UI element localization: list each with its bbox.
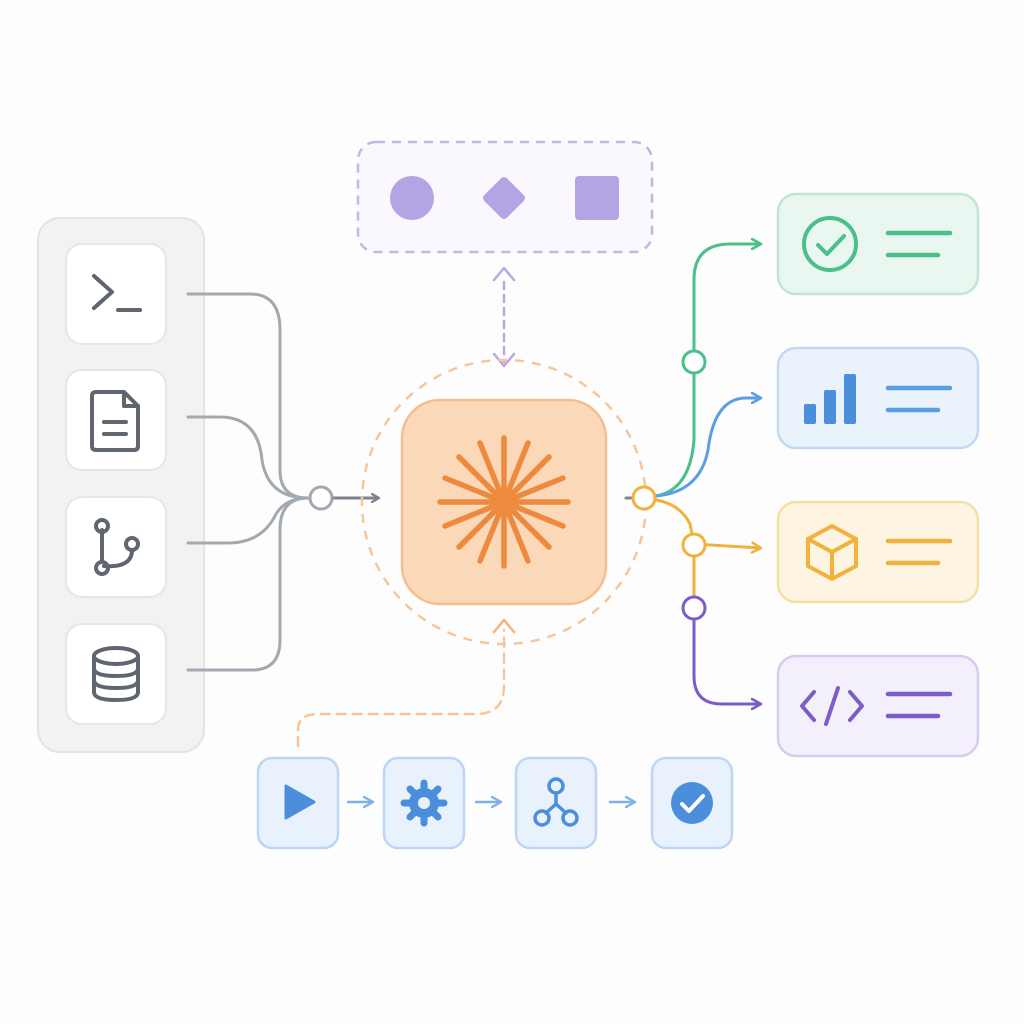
- terminal-icon: [92, 274, 142, 312]
- pipeline-step-play[interactable]: [256, 756, 340, 850]
- git-branch-icon: [94, 518, 140, 576]
- pipeline: [256, 756, 734, 850]
- connector-blue: [654, 398, 760, 498]
- input-merge-node: [308, 485, 334, 511]
- connector-green: [654, 244, 760, 498]
- yellow-branch-node: [681, 532, 707, 558]
- output-card-purple[interactable]: [776, 654, 980, 758]
- arrow-up-to-hub: [492, 618, 516, 634]
- output-card-yellow[interactable]: [776, 500, 980, 604]
- input-tile-terminal[interactable]: [65, 243, 167, 345]
- document-icon: [90, 390, 140, 452]
- check-badge-icon: [671, 782, 713, 824]
- shapes-panel: [356, 140, 654, 254]
- code-brackets-icon: [800, 686, 864, 726]
- play-icon: [284, 784, 316, 820]
- pipeline-step-gear[interactable]: [382, 756, 466, 850]
- pipeline-step-network[interactable]: [514, 756, 598, 850]
- input-tile-database[interactable]: [65, 623, 167, 725]
- input-tile-document[interactable]: [65, 369, 167, 471]
- connector-yellow: [654, 498, 760, 548]
- hub-output-node: [631, 485, 657, 511]
- arrow-up-to-shapes: [492, 266, 516, 282]
- input-connectors: [186, 292, 310, 672]
- database-icon: [92, 646, 140, 703]
- gear-icon: [400, 779, 448, 827]
- output-connectors: [654, 244, 760, 704]
- input-tile-git[interactable]: [65, 496, 167, 598]
- cube-icon: [806, 524, 858, 581]
- diamond-icon: [483, 177, 525, 219]
- pipeline-to-hub-connector: [296, 628, 506, 748]
- square-icon: [575, 176, 619, 220]
- connector-purple: [692, 618, 760, 704]
- card-lines: [885, 691, 953, 719]
- purple-branch-node: [681, 595, 707, 621]
- card-lines: [885, 538, 953, 566]
- card-lines: [885, 385, 953, 413]
- output-card-green[interactable]: [776, 192, 980, 296]
- green-branch-node: [681, 349, 707, 375]
- card-lines: [885, 230, 953, 258]
- pipeline-step-done[interactable]: [650, 756, 734, 850]
- input-panel: [37, 217, 205, 753]
- output-card-blue[interactable]: [776, 346, 980, 450]
- bar-chart-icon: [804, 374, 856, 424]
- hub: [360, 358, 648, 646]
- asterisk-burst-icon: [437, 435, 571, 569]
- network-icon: [533, 777, 579, 827]
- check-circle-icon: [802, 216, 858, 272]
- circle-icon: [390, 176, 434, 220]
- arrow-down-to-hub: [492, 352, 516, 368]
